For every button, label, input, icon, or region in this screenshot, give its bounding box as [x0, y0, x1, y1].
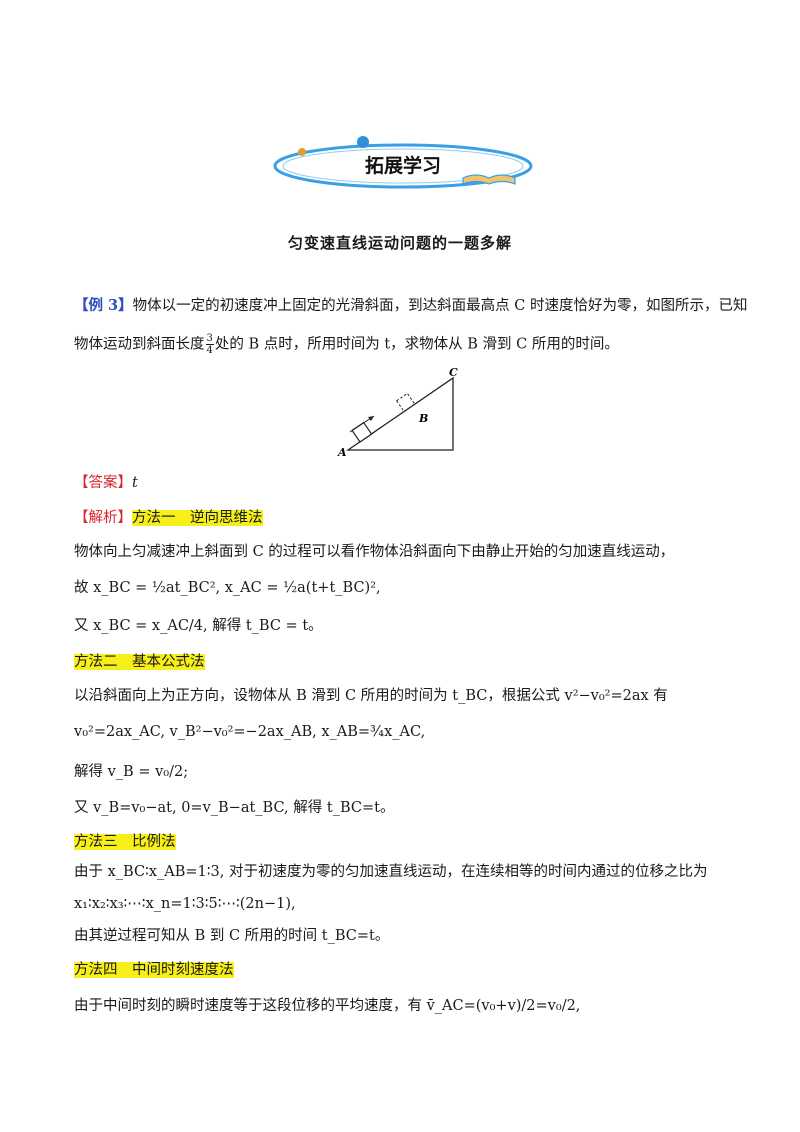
answer-tag: 【答案】: [74, 475, 132, 491]
m1-line-2: 故 x_BC = ½at_BC², x_AC = ½a(t+t_BC)²,: [74, 580, 381, 596]
banner-ring-graphic: [273, 136, 533, 189]
label-c: C: [449, 368, 458, 379]
banner-title: 拓展学习: [364, 155, 441, 177]
m3-line-1: 由于 x_BC∶x_AB=1∶3, 对于初速度为零的匀加速直线运动，在连续相等的…: [74, 864, 708, 880]
section-title: 匀变速直线运动问题的一题多解: [287, 234, 512, 252]
m3-line-2: x₁∶x₂∶x₃∶⋯∶x_n=1∶3∶5∶⋯∶(2n−1),: [74, 896, 296, 912]
m2-line-1: 以沿斜面向上为正方向，设物体从 B 滑到 C 所用的时间为 t_BC，根据公式 …: [74, 688, 668, 704]
analysis-header: 【解析】方法一 逆向思维法: [74, 508, 263, 528]
answer-line: 【答案】t: [74, 473, 138, 493]
section-banner: 拓展学习: [268, 130, 538, 196]
method-2-header: 方法二 基本公式法: [74, 652, 205, 672]
method-1-title: 方法一 逆向思维法: [132, 510, 263, 526]
method-4-title: 方法四 中间时刻速度法: [74, 962, 234, 978]
example-tag: 【例 3】: [74, 297, 133, 314]
example-line-1: 【例 3】物体以一定的初速度冲上固定的光滑斜面，到达斜面最高点 C 时速度恰好为…: [74, 296, 747, 316]
m2-line-3: 解得 v_B = v₀/2;: [74, 764, 189, 780]
analysis-tag: 【解析】: [74, 510, 132, 526]
m1-line-1: 物体向上匀减速冲上斜面到 C 的过程可以看作物体沿斜面向下由静止开始的匀加速直线…: [74, 544, 675, 560]
answer-value: t: [132, 475, 138, 491]
m3-line-3: 由其逆过程可知从 B 到 C 所用的时间 t_BC=t。: [74, 928, 390, 944]
method-2-title: 方法二 基本公式法: [74, 654, 205, 670]
label-b: B: [418, 412, 428, 425]
incline-figure: A B C: [336, 366, 466, 464]
m2-line-4: 又 v_B=v₀−at, 0=v_B−at_BC, 解得 t_BC=t。: [74, 800, 395, 816]
method-3-title: 方法三 比例法: [74, 834, 176, 850]
method-3-header: 方法三 比例法: [74, 832, 176, 852]
m2-line-2: v₀²=2ax_AC, v_B²−v₀²=−2ax_AB, x_AB=¾x_AC…: [74, 724, 426, 740]
example-text-1: 物体以一定的初速度冲上固定的光滑斜面，到达斜面最高点 C 时速度恰好为零，如图所…: [132, 298, 748, 314]
method-4-header: 方法四 中间时刻速度法: [74, 960, 234, 980]
m1-line-3: 又 x_BC = x_AC/4, 解得 t_BC = t。: [74, 618, 323, 634]
label-a: A: [337, 446, 347, 459]
m4-line-1: 由于中间时刻的瞬时速度等于这段位移的平均速度，有 v̄_AC=(v₀+v)/2=…: [74, 998, 581, 1014]
